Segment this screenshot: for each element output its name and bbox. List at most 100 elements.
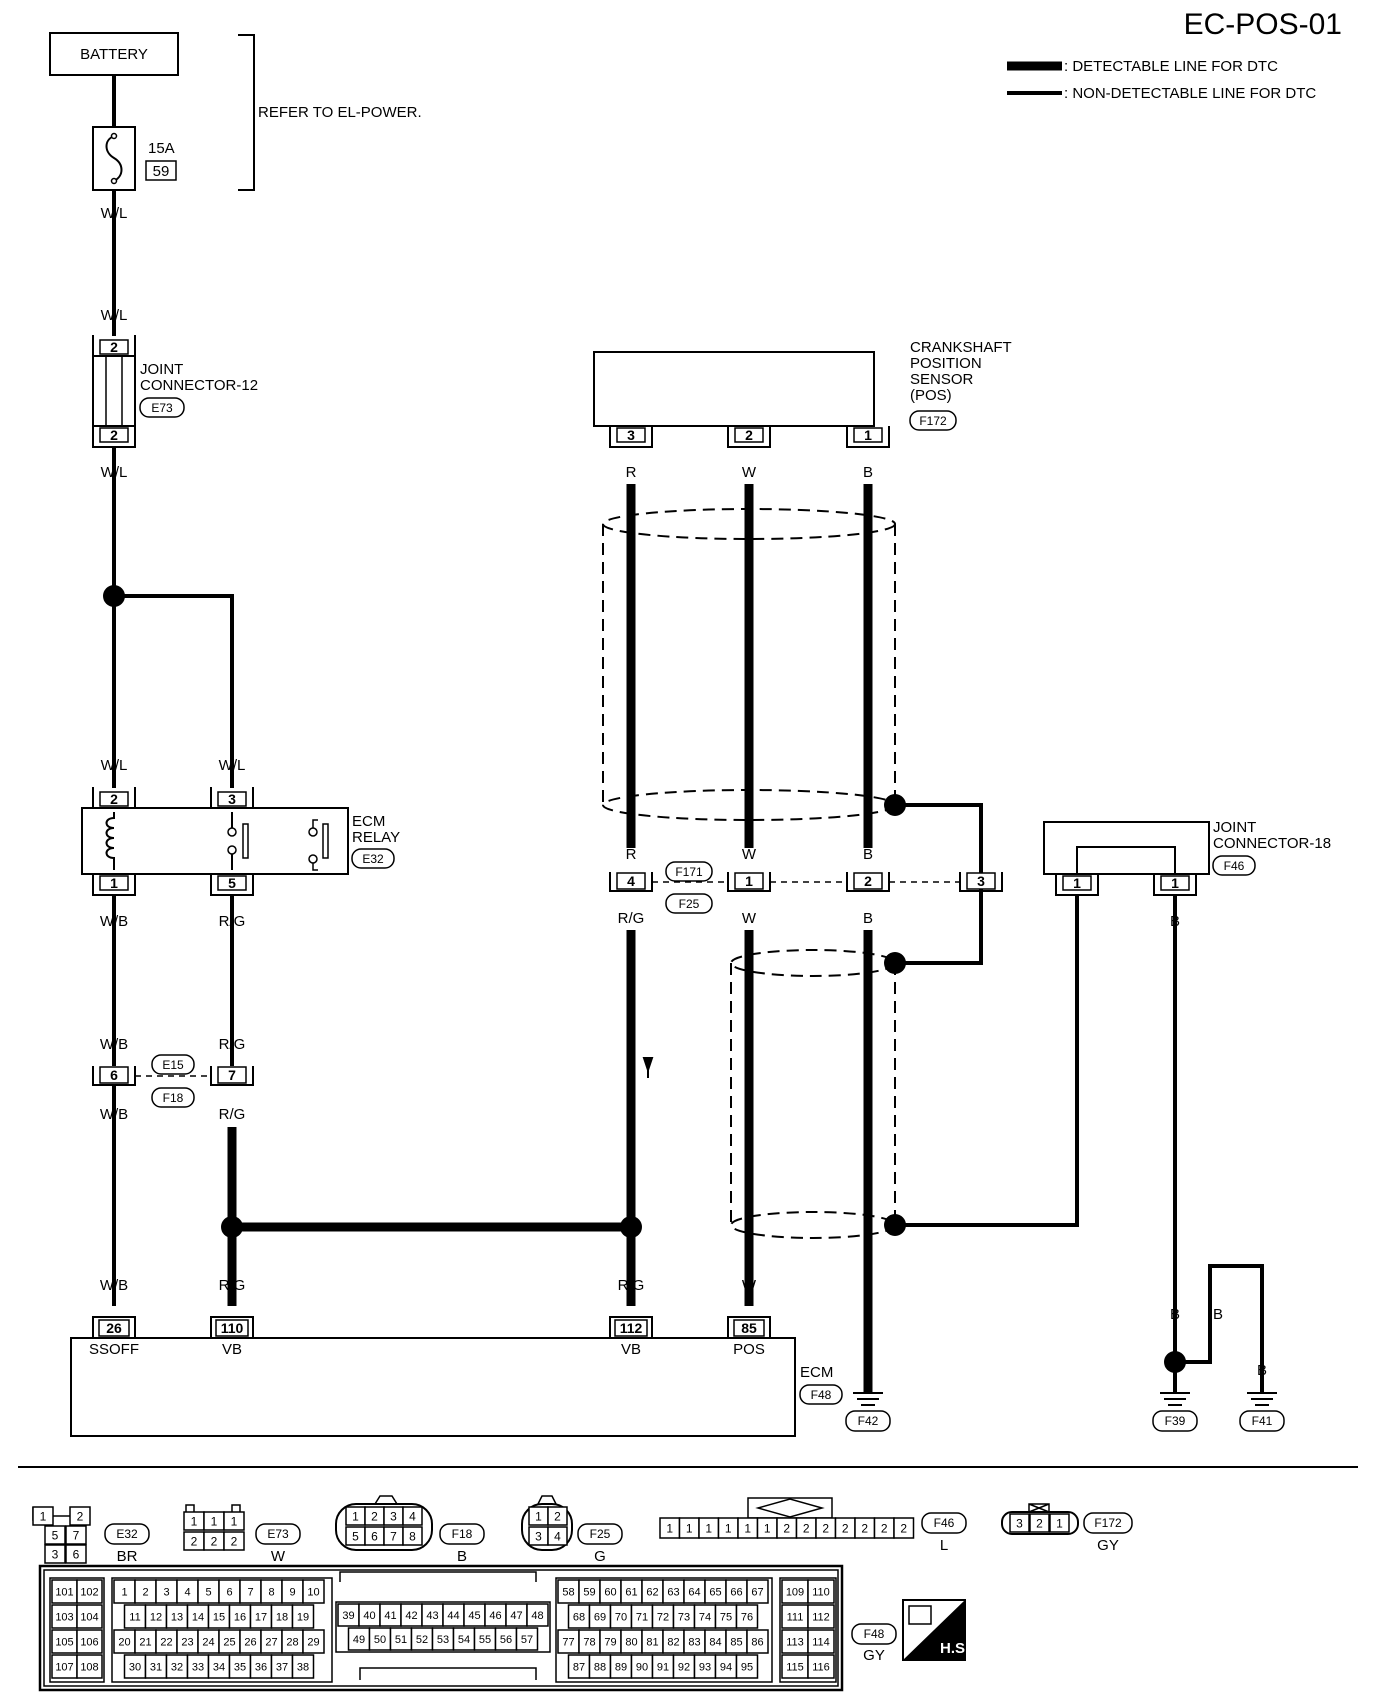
f46-pin: 1 [764,1521,771,1535]
f25-pin: 1 [535,1509,542,1523]
wire-label-b-3: B [863,910,873,927]
f48-pin: 88 [594,1661,606,1673]
wire-label-w-4: W [742,1277,757,1294]
joint18-bus [1076,846,1176,874]
f48-pin: 15 [213,1611,225,1623]
f18-pin: 6 [371,1529,378,1543]
wire-label-wl-5: W/L [219,757,246,774]
f48-pin: 111 [787,1611,804,1623]
view-f48-badge [851,1623,897,1645]
joint-connector-12: 2 2 JOINT CONNECTOR-12 E73 [92,335,258,448]
wire-ground-f41 [1175,1264,1264,1392]
f46-pin: 1 [725,1521,732,1535]
e32-pin-cell [69,1506,91,1526]
ecm-pin112-box [614,1319,648,1337]
f171-pin4-box [616,872,646,890]
ecm-pin85-frame [727,1316,771,1338]
f48-pin: 44 [447,1610,459,1622]
f48-pin: 116 [812,1661,830,1673]
f18-code-badge [151,1087,195,1108]
ecm-pin-112: 112 [620,1320,643,1336]
view-e32-badge [104,1523,150,1545]
ecm-body [70,1337,796,1437]
fuse-terminal-top [110,132,118,140]
ecm-pin-name-vb-2: VB [621,1341,641,1358]
f171-code: F171 [675,865,703,879]
f48-pin: 53 [437,1634,449,1646]
ground-f42-badge [845,1410,891,1432]
f46-pin-cell [893,1517,915,1539]
f25-pin: 4 [554,1529,561,1543]
wire-label-w-1: W [742,464,757,481]
f48-view-block-a [49,1577,105,1683]
view-f25-color: G [594,1548,606,1565]
ecm-pin85-box [733,1319,765,1337]
f171-pin-2: 2 [864,873,872,889]
fuse-amps: 15A [148,140,175,157]
f48-pin-cell [76,1579,103,1604]
f48-view-inner [43,1569,839,1687]
ecm-relay-line1: ECM [352,813,385,830]
f48-pin-cell [302,1629,325,1654]
f48-pin: 55 [479,1634,491,1646]
f48-pin: 32 [171,1661,183,1673]
joint18-code: F46 [1224,859,1245,873]
f48-pin: 28 [286,1636,298,1648]
relay-armature-right [322,823,329,859]
sensor-pin-3: 3 [627,427,635,443]
f171-pin-3: 3 [977,873,985,889]
f171-pin2-box [853,872,883,890]
f18-view-latch [374,1495,398,1505]
f48-pin: 72 [657,1611,669,1623]
ecm-relay-line2: RELAY [352,829,400,846]
e73-pin: 2 [211,1534,218,1548]
f48-pin: 4 [184,1586,190,1598]
f48-pin: 93 [699,1661,711,1673]
f48-pin: 52 [416,1634,428,1646]
e73-pin: 1 [211,1514,218,1528]
e32-pin: 2 [77,1509,84,1523]
f46-pin: 2 [861,1521,868,1535]
sensor-code-badge [909,410,957,431]
f48-pin: 81 [646,1636,658,1648]
hs-label: H.S. [940,1640,969,1657]
f48-pin: 56 [500,1634,512,1646]
f171-pin1-box [734,872,764,890]
crankshaft-position-sensor: CRANKSHAFT POSITION SENSOR (POS) F172 3 … [593,339,1012,448]
view-f172-color: GY [1097,1537,1119,1554]
f48-pin: 46 [489,1610,501,1622]
wire-label-b-7: B [1257,1362,1267,1379]
f48-pin: 69 [594,1611,606,1623]
f18-pin: 3 [390,1509,397,1523]
connector-e15-f18: 6 7 E15 F18 [92,1054,254,1108]
f46-pin: 2 [822,1521,829,1535]
sensor-line1: CRANKSHAFT [910,339,1012,356]
f25-pin: 2 [554,1509,561,1523]
f18-pin: 5 [352,1529,359,1543]
relay-switch-contact-bottom [227,845,237,855]
joint12-code-badge [139,397,185,418]
f48-pin-cell [735,1604,759,1629]
sensor-body [593,351,875,427]
sensor-line2: POSITION [910,355,982,372]
f48-pin: 86 [751,1636,763,1648]
e32-pin-cell [65,1525,87,1545]
f48-pin: 24 [202,1636,214,1648]
legend-nondetectable-text: : NON-DETECTABLE LINE FOR DTC [1064,85,1316,102]
f48-pin: 8 [268,1586,274,1598]
ecm-pin26-frame [92,1316,136,1338]
wire-splice-relay3 [114,594,234,788]
f48-view-keyway-top [339,1571,537,1582]
relay-pin3-box [217,791,247,807]
ecm-pin-name-vb-1: VB [222,1341,242,1358]
joint12-bottom-pin [99,427,129,443]
wire-label-wb-2: W/B [100,1036,128,1053]
f48-pin: 17 [255,1611,267,1623]
f48-pin: 62 [646,1586,658,1598]
f171-pin3-box [966,872,996,890]
f48-pin: 113 [786,1636,804,1648]
joint12-top-pin [99,339,129,355]
wire-label-w-2: W [742,846,757,863]
